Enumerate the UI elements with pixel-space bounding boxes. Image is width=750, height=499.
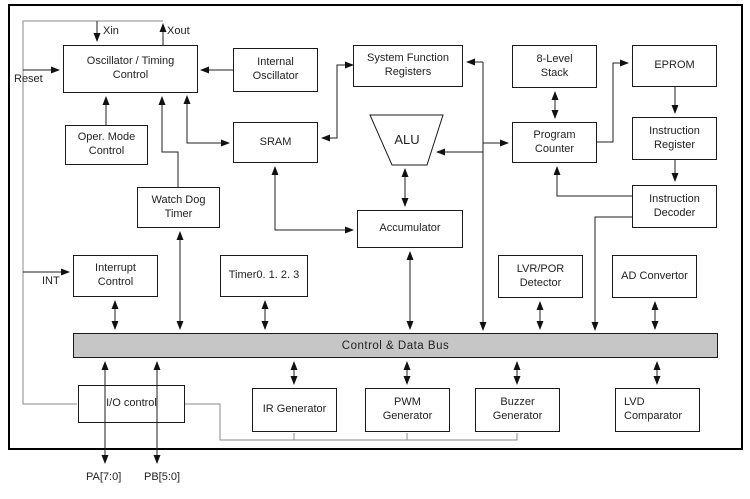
port-label-reset: Reset — [14, 73, 43, 85]
block-label: PWM Generator — [382, 396, 433, 422]
block-label: LVD Comparator — [624, 396, 683, 422]
block-label: SRAM — [259, 135, 292, 148]
control-data-bus: Control & Data Bus — [73, 333, 718, 358]
block-label: Instruction Decoder — [649, 192, 700, 219]
block-watch-dog-timer: Watch Dog Timer — [137, 187, 220, 228]
block-label: EPROM — [654, 59, 695, 72]
block-label: I/O control — [106, 397, 157, 410]
block-internal-oscillator: Internal Oscillator — [233, 48, 318, 92]
block-sram: SRAM — [233, 122, 318, 163]
block-8-level-stack: 8-Level Stack — [512, 45, 597, 88]
block-label: 8-Level Stack — [536, 52, 573, 79]
block-oper-mode-control: Oper. Mode Control — [65, 125, 148, 165]
block-oscillator-timing-control: Oscillator / Timing Control — [63, 45, 198, 93]
block-buzzer-generator: Buzzer Generator — [475, 388, 560, 432]
block-ir-generator: IR Generator — [252, 388, 337, 432]
block-label: Interrupt Control — [95, 262, 136, 288]
block-label: Watch Dog Timer — [151, 193, 206, 220]
block-label: Internal Oscillator — [252, 56, 299, 82]
port-label-pa: PA[7:0] — [86, 471, 122, 483]
block-instruction-decoder: Instruction Decoder — [632, 185, 717, 228]
block-ad-convertor: AD Convertor — [612, 255, 697, 298]
block-label: Timer0. 1. 2. 3 — [228, 269, 300, 282]
block-instruction-register: Instruction Register — [632, 117, 717, 160]
block-eprom: EPROM — [632, 45, 717, 87]
block-lvd-comparator: LVD Comparator — [615, 388, 700, 432]
block-timers: Timer0. 1. 2. 3 — [220, 255, 308, 297]
port-label-int: INT — [42, 275, 60, 287]
block-lvr-por-detector: LVR/POR Detector — [498, 255, 583, 298]
block-label: LVR/POR Detector — [516, 262, 565, 289]
block-system-function-registers: System Function Registers — [353, 45, 463, 87]
block-label: IR Generator — [262, 403, 327, 416]
block-label: Buzzer Generator — [492, 396, 543, 422]
port-label-xin: Xin — [103, 25, 119, 37]
block-label: Oscillator / Timing Control — [86, 55, 175, 81]
block-label: Oper. Mode Control — [77, 131, 136, 157]
block-label: Program Counter — [533, 128, 576, 155]
port-label-pb: PB[5:0] — [144, 471, 181, 483]
block-pwm-generator: PWM Generator — [365, 388, 450, 432]
block-io-control: I/O control — [78, 385, 185, 423]
block-program-counter: Program Counter — [512, 122, 597, 163]
block-accumulator: Accumulator — [357, 210, 463, 248]
block-label: Instruction Register — [649, 124, 700, 151]
block-label: System Function Registers — [367, 52, 449, 78]
port-label-xout: Xout — [167, 25, 190, 37]
bus-label: Control & Data Bus — [341, 339, 450, 352]
block-label: AD Convertor — [621, 269, 688, 282]
block-label: Accumulator — [379, 222, 441, 235]
block-interrupt-control: Interrupt Control — [73, 255, 158, 297]
